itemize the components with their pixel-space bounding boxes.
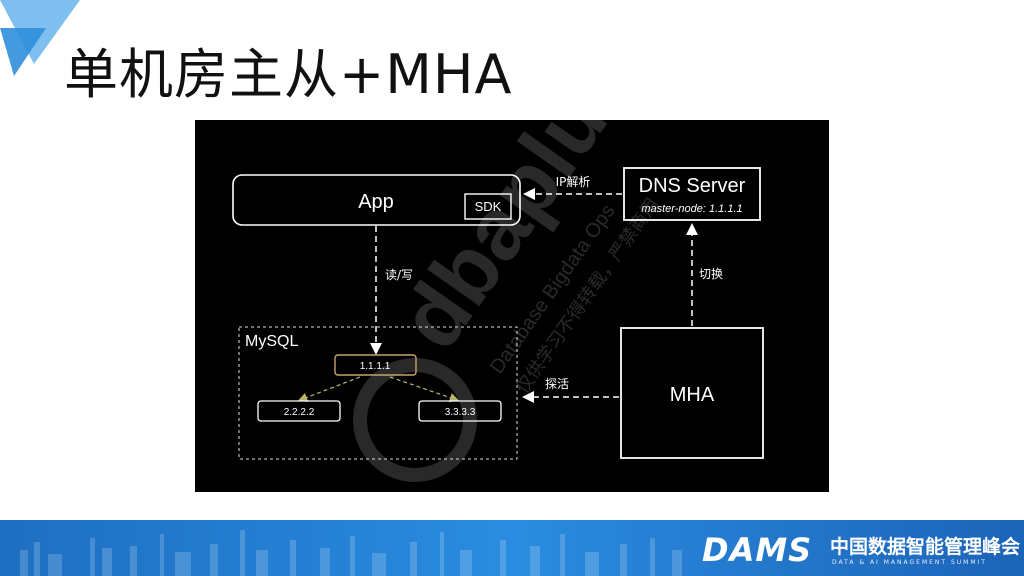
- brand-logo: DAMS: [702, 531, 812, 569]
- dns-server-subtitle: master-node: 1.1.1.1: [641, 203, 742, 215]
- watermark: dbaplus Database Bigdata Ops 仅供学习不得转载，严禁…: [360, 120, 663, 475]
- brand-english-name: DATA & AI MANAGEMENT SUMMIT: [832, 559, 987, 566]
- dns-server-title: DNS Server: [639, 175, 746, 197]
- brand-chinese-name: 中国数据智能管理峰会: [830, 532, 1020, 559]
- master-node-ip: 1.1.1.1: [360, 361, 391, 372]
- read-write-label: 读/写: [385, 268, 413, 282]
- slave-node-2-ip: 3.3.3.3: [445, 407, 476, 418]
- architecture-diagram: dbaplus Database Bigdata Ops 仅供学习不得转载，严禁…: [195, 120, 829, 492]
- replication-arrow-left: [300, 377, 360, 400]
- switch-label: 切换: [699, 267, 723, 281]
- probe-label: 探活: [545, 377, 569, 391]
- sdk-label: SDK: [475, 199, 502, 214]
- slave-node-1-ip: 2.2.2.2: [284, 407, 315, 418]
- slide-title: 单机房主从+MHA: [64, 30, 512, 109]
- mha-label: MHA: [670, 384, 715, 406]
- footer-bar: DAMS 中国数据智能管理峰会 DATA & AI MANAGEMENT SUM…: [0, 520, 1024, 576]
- app-label: App: [358, 191, 394, 213]
- mysql-label: MySQL: [245, 333, 298, 350]
- ip-resolve-label: IP解析: [556, 175, 591, 189]
